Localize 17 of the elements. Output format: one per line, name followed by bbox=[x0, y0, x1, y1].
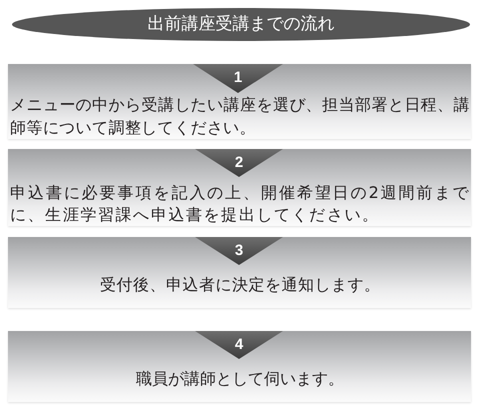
step-panel bbox=[8, 331, 471, 402]
step-panel bbox=[8, 149, 471, 226]
step-triangle bbox=[195, 237, 283, 265]
title-banner: 出前講座受講までの流れ bbox=[12, 8, 470, 41]
step-triangle bbox=[195, 149, 283, 177]
step-number: 1 bbox=[232, 70, 244, 85]
step-number: 3 bbox=[234, 243, 244, 258]
step-panel bbox=[8, 237, 471, 308]
step-text: メニューの中から受講したい講座を選び、担当部署と日程、講師等について調整してください。 bbox=[10, 94, 470, 139]
step-number: 2 bbox=[234, 155, 244, 170]
step-panel bbox=[8, 64, 471, 139]
step-text: 職員が講師として伺います。 bbox=[135, 368, 345, 390]
step-text: 受付後、申込者に決定を通知します。 bbox=[98, 274, 382, 296]
step-number: 4 bbox=[234, 337, 244, 352]
step-triangle bbox=[193, 64, 283, 93]
step-text: 申込書に必要事項を記入の上、開催希望日の2週間前までに、生涯学習課へ申込書を提出してください。 bbox=[10, 182, 470, 226]
step-triangle bbox=[195, 331, 283, 359]
